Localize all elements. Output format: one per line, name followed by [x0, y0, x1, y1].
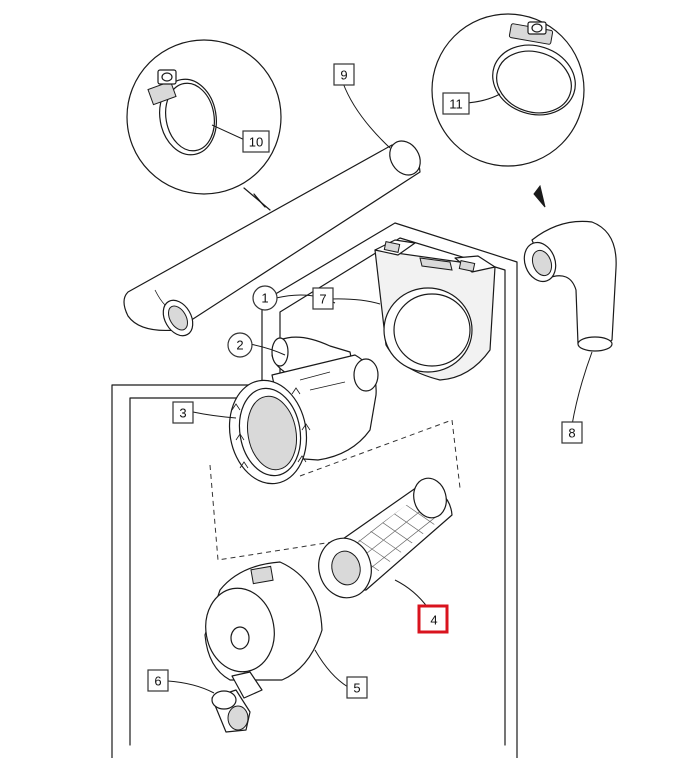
callout-2: 2	[227, 332, 253, 358]
callout-4-highlighted: 4	[417, 604, 449, 634]
svg-text:11: 11	[449, 97, 463, 112]
svg-text:4: 4	[430, 613, 437, 628]
ring-part-3	[228, 379, 311, 485]
svg-text:1: 1	[261, 291, 268, 306]
svg-text:2: 2	[236, 338, 243, 353]
filter-element-part-4	[318, 477, 453, 599]
callout-9: 9	[333, 63, 355, 86]
svg-text:3: 3	[179, 406, 186, 421]
callout-11: 11	[442, 92, 470, 115]
housing-part-5	[204, 561, 323, 699]
callout-6: 6	[147, 669, 169, 692]
svg-text:7: 7	[319, 292, 326, 307]
callout-1: 1	[252, 285, 278, 311]
svg-text:5: 5	[353, 681, 360, 696]
callout-7: 7	[312, 287, 334, 310]
svg-text:6: 6	[154, 674, 161, 689]
callout-8: 8	[561, 421, 583, 444]
detail-circle-clamp-10	[126, 39, 282, 211]
callout-10: 10	[242, 130, 270, 153]
hose-part-9	[123, 140, 421, 337]
svg-text:8: 8	[568, 426, 575, 441]
valve-part-6	[211, 689, 251, 733]
detail-circle-clamp-11	[431, 13, 585, 208]
assembly-guide-dashed	[209, 419, 461, 561]
elbow-hose-part-8	[523, 220, 617, 352]
svg-text:10: 10	[249, 135, 263, 150]
callout-3: 3	[172, 401, 194, 424]
callout-5: 5	[346, 676, 368, 699]
svg-text:9: 9	[340, 68, 347, 83]
bracket-part-7	[374, 239, 496, 381]
assembly-inner-outline	[129, 237, 506, 746]
